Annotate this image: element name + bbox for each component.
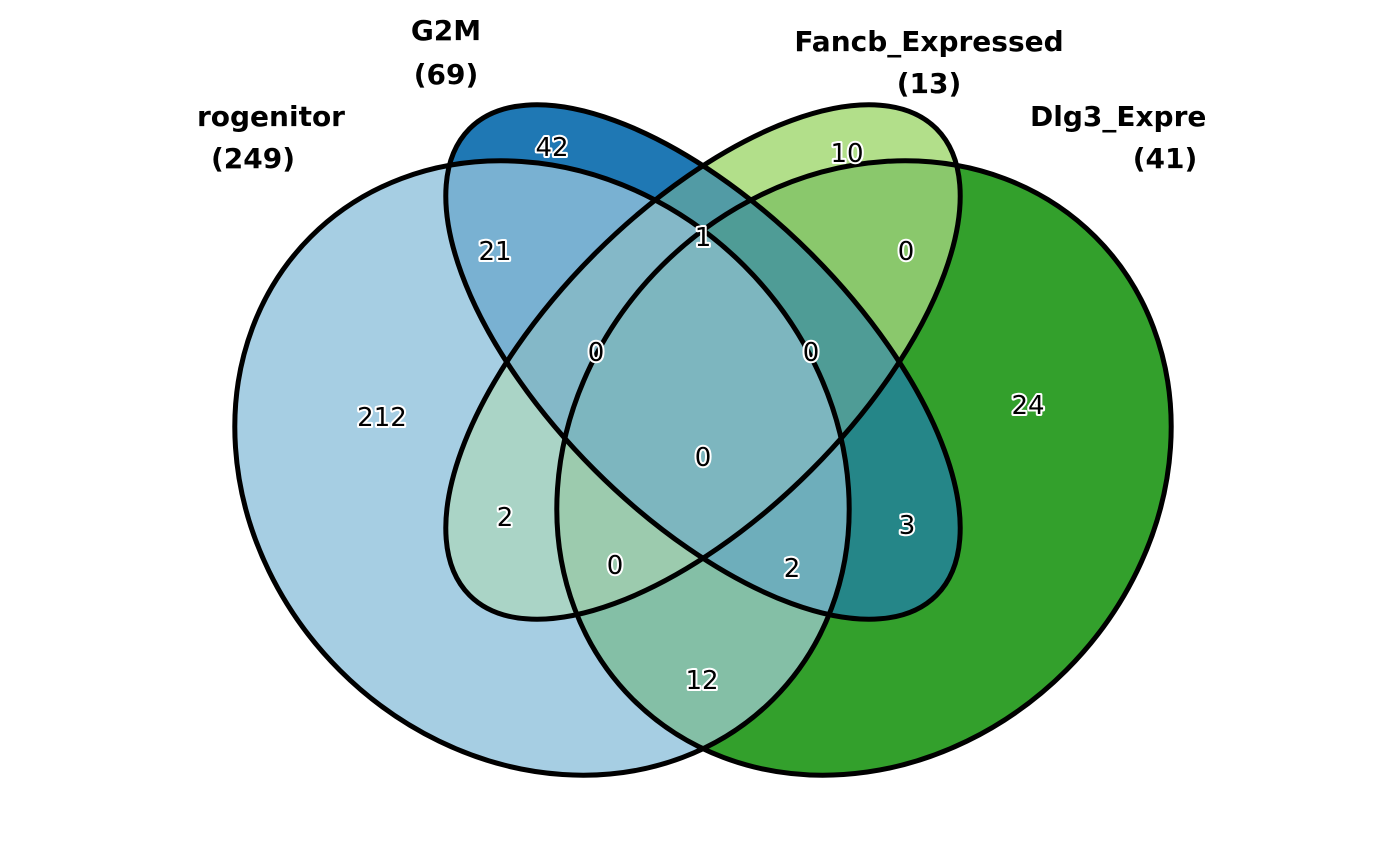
region-progenitor-only-count: 212 [357,403,407,433]
set-count-progenitor: (249) [211,142,295,175]
set-fancb-outline [443,102,963,622]
region-progenitor-g2m-count: 21 [478,237,511,267]
region-fancb-dlg3-count: 0 [898,237,915,267]
region-g2m-fancb-dlg3-count: 0 [803,338,820,368]
set-label-dlg3-clip: Dlg3_Expre [1030,100,1206,133]
region-progenitor-g2m-dlg3-count: 2 [784,554,801,584]
set-label-dlg3: Dlg3_Expre [1030,100,1206,133]
region-fancb-only-count: 10 [830,139,863,169]
region-g2m-dlg3-count: 3 [899,511,916,541]
set-g2m-outline [443,102,963,622]
region-progenitor-fancb-count: 2 [497,503,514,533]
region-progenitor-dlg3-count: 12 [685,666,718,696]
region-g2m-fancb-count: 1 [695,223,712,253]
region-dlg3-only-count: 24 [1011,391,1044,421]
set-count-dlg3: (41) [1133,142,1198,175]
set-label-progenitor: rogenitor [197,100,345,133]
set-count-fancb: (13) [897,67,962,100]
set-label-fancb: Fancb_Expressed [794,25,1063,58]
region-progenitor-fancb-dlg3-count: 0 [607,551,624,581]
set-progenitor-outline [232,158,852,778]
region-g2m-only-count: 42 [535,133,568,163]
set-label-g2m: G2M [411,14,481,47]
region-progenitor-g2m-fancb-count: 0 [588,338,605,368]
region-all-four-count: 0 [695,443,712,473]
set-dlg3-outline [554,158,1174,778]
set-labels-clip: rogenitor [197,100,345,133]
set-count-g2m: (69) [414,58,479,91]
